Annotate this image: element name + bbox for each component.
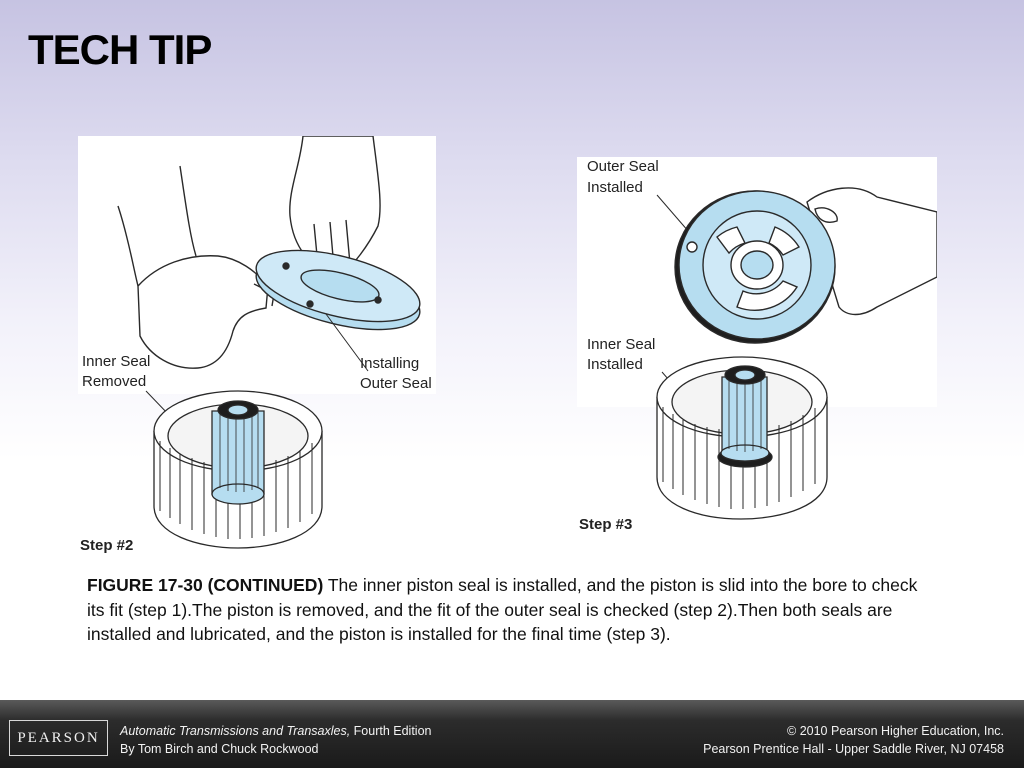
book-authors: By Tom Birch and Chuck Rockwood	[120, 742, 319, 756]
publisher-text: Pearson Prentice Hall - Upper Saddle Riv…	[703, 742, 1004, 756]
label-installing: Installing	[360, 355, 419, 372]
book-edition: Fourth Edition	[350, 724, 432, 738]
slide-title: TECH TIP	[28, 26, 212, 73]
footer-book-info: Automatic Transmissions and Transaxles, …	[120, 722, 431, 758]
label-inner-seal: Inner Seal	[587, 336, 655, 353]
piston-disc	[255, 249, 421, 331]
label-installed: Installed	[587, 179, 643, 196]
figure-step-3: Outer Seal Installed Inner Seal Installe…	[577, 157, 937, 533]
caption-heading: FIGURE 17-30 (CONTINUED)	[87, 575, 324, 595]
figure-caption: FIGURE 17-30 (CONTINUED) The inner pisto…	[87, 573, 927, 647]
footer-bar: PEARSON Automatic Transmissions and Tran…	[0, 700, 1024, 768]
hand-illustration	[806, 187, 937, 316]
figure-step-2: Installing Outer Seal Inner Seal Removed…	[78, 136, 436, 554]
label-installed-inner: Installed	[587, 356, 643, 373]
label-outer-seal: Outer Seal	[360, 375, 432, 392]
clutch-drum	[153, 390, 323, 549]
step-3-label: Step #3	[579, 516, 632, 533]
footer-publisher-info: © 2010 Pearson Higher Education, Inc. Pe…	[703, 722, 1004, 758]
leader-outer-seal	[656, 194, 690, 233]
step-2-label: Step #2	[80, 537, 133, 554]
book-title: Automatic Transmissions and Transaxles,	[120, 724, 351, 738]
label-outer-seal: Outer Seal	[587, 158, 659, 175]
label-removed: Removed	[82, 373, 146, 390]
copyright-text: © 2010 Pearson Higher Education, Inc.	[787, 724, 1004, 738]
leader-outer-seal	[325, 313, 369, 372]
piston-disc-installed	[674, 190, 836, 344]
caption-text: The inner piston seal is installed, and …	[87, 575, 918, 644]
label-inner-seal: Inner Seal	[82, 353, 150, 370]
pearson-logo: PEARSON	[9, 720, 108, 756]
clutch-drum	[656, 356, 828, 520]
